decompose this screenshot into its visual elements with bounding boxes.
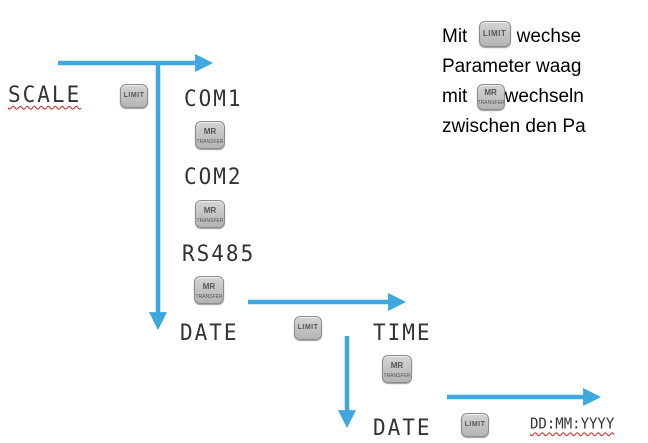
- mr-key-label: MR: [203, 206, 217, 215]
- transfer-key-label: TRANSFER: [195, 294, 223, 300]
- limit-key-icon: LIMIT: [461, 413, 489, 437]
- transfer-key-label: TRANSFER: [477, 99, 505, 106]
- label-date-2: DATE: [373, 414, 432, 441]
- label-com2: COM2: [184, 163, 243, 190]
- limit-key-label: LIMIT: [297, 324, 319, 331]
- label-time: TIME: [373, 319, 432, 346]
- description-mit-2: mit: [442, 86, 468, 107]
- description-line-3: mit MR TRANSFER wechseln: [442, 82, 586, 112]
- limit-key-icon: LIMIT: [294, 316, 322, 340]
- limit-key-label: LIMIT: [464, 421, 486, 428]
- limit-key-icon: LIMIT: [478, 20, 511, 47]
- description-text: Mit LIMIT wechse Parameter waag mit MR T…: [442, 20, 586, 142]
- description-mit: Mit: [442, 26, 468, 47]
- limit-key-label: LIMIT: [123, 92, 145, 99]
- label-date-format: DD:MM:YYYY: [530, 415, 615, 433]
- description-wechse: wechse: [516, 26, 582, 47]
- description-line-4: zwischen den Pa: [442, 116, 586, 137]
- description-line-2: Parameter waag: [442, 56, 582, 77]
- mr-key-label: MR: [390, 361, 404, 370]
- limit-key-icon: LIMIT: [120, 84, 148, 108]
- description-line-1: Mit LIMIT wechse: [442, 20, 586, 52]
- mr-transfer-key-icon: MR TRANSFER: [476, 83, 505, 110]
- mr-transfer-key-icon: MR TRANSFER: [194, 276, 224, 304]
- label-com1: COM1: [184, 85, 243, 112]
- mr-transfer-key-icon: MR TRANSFER: [195, 121, 225, 149]
- mr-key-label: MR: [203, 127, 217, 136]
- limit-key-label: LIMIT: [482, 28, 507, 38]
- transfer-key-label: TRANSFER: [196, 218, 224, 224]
- transfer-key-label: TRANSFER: [196, 139, 224, 145]
- description-wechseln: wechseln: [504, 86, 584, 107]
- mr-key-label: MR: [484, 87, 497, 97]
- label-rs485: RS485: [182, 240, 256, 267]
- label-scale: SCALE: [8, 81, 82, 108]
- mr-key-label: MR: [202, 282, 216, 291]
- mr-transfer-key-icon: MR TRANSFER: [195, 200, 225, 228]
- label-date: DATE: [180, 319, 239, 346]
- mr-transfer-key-icon: MR TRANSFER: [382, 355, 412, 383]
- transfer-key-label: TRANSFER: [383, 373, 411, 379]
